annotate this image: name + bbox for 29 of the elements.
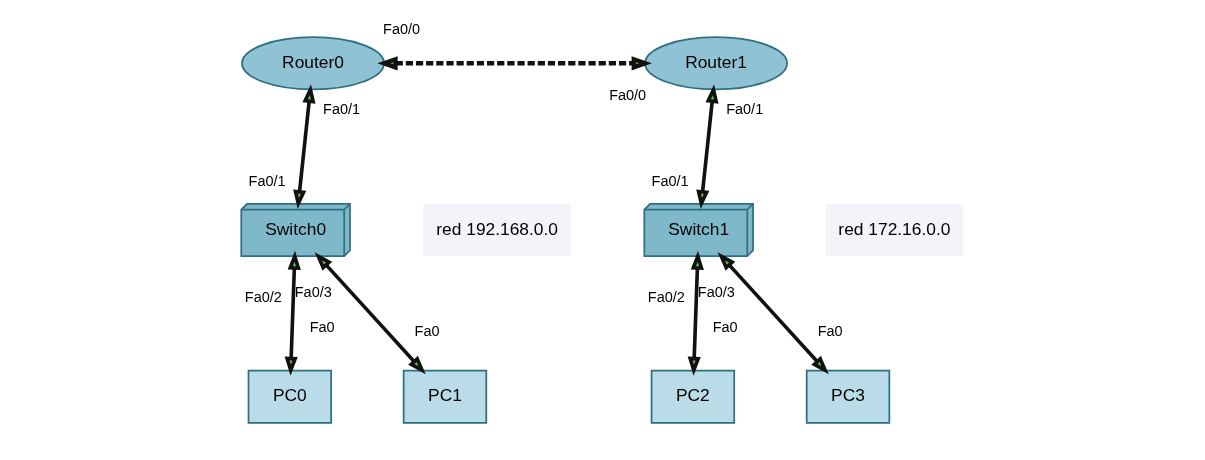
node-label: Fa0/2	[244, 288, 282, 305]
node-label: Fa0/3	[294, 284, 332, 301]
arrow	[695, 84, 719, 209]
node-box: PC3	[805, 369, 890, 424]
node-label: Fa0	[817, 323, 843, 340]
node-label: Fa0/1	[322, 101, 360, 118]
node-label: Fa0/2	[647, 288, 685, 305]
label: red 192.168.0.0	[435, 218, 558, 239]
node-label: Fa0	[414, 323, 440, 340]
node-box: PC1	[402, 369, 487, 424]
arrow	[717, 252, 829, 375]
node-label: Fa0/3	[697, 284, 735, 301]
arrow	[292, 84, 316, 209]
node-label: Fa0	[309, 319, 335, 336]
arrow	[687, 250, 704, 376]
node-label: Fa0	[712, 319, 738, 336]
node-ellipse: Router0	[240, 36, 385, 91]
node-ellipse: Router1	[643, 36, 788, 91]
arrow	[284, 250, 301, 376]
node-box: PC0	[247, 369, 332, 424]
arrow	[376, 56, 652, 71]
node-box: PC2	[650, 369, 735, 424]
node-label: Fa0/1	[651, 172, 689, 189]
node-label: Fa0/1	[248, 172, 286, 189]
node-label: Fa0/0	[382, 20, 420, 37]
node-label: Fa0/1	[725, 101, 763, 118]
label: red 172.16.0.0	[837, 218, 950, 239]
node-label: Fa0/0	[608, 87, 646, 104]
arrow	[314, 252, 426, 375]
